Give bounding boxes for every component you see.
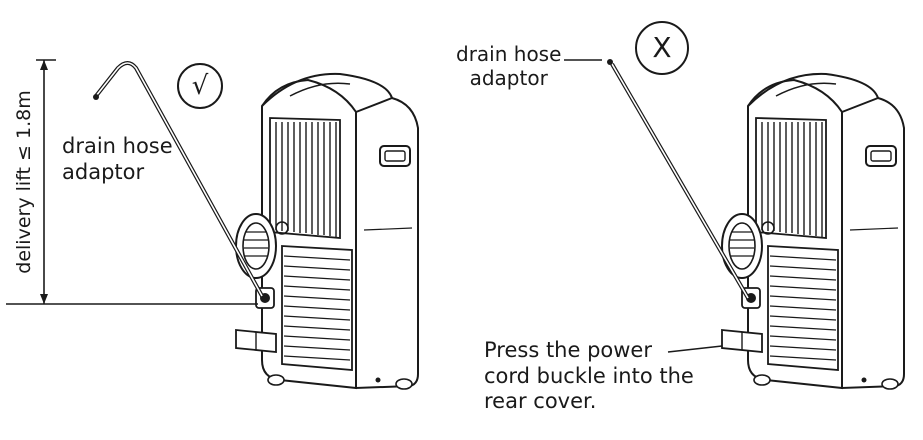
wrong-mark: X xyxy=(652,31,672,64)
ac-unit-correct xyxy=(235,72,419,390)
power-cord-leader xyxy=(667,345,723,353)
delivery-lift-label: delivery lift ≤ 1.8m xyxy=(13,90,35,273)
adaptor-tip-wrong xyxy=(607,59,613,65)
power-cord-note: Press the power cord buckle into the rea… xyxy=(484,338,694,414)
delivery-lift-dimension xyxy=(6,59,258,305)
correct-mark: √ xyxy=(191,71,209,101)
correct-check-icon xyxy=(177,63,223,109)
wrong-cross-icon xyxy=(635,21,689,75)
ac-unit-wrong xyxy=(721,72,905,390)
drain-hose-label-right: drain hose adaptor xyxy=(456,42,562,91)
drain-hose-label-left: drain hose adaptor xyxy=(62,134,173,184)
adaptor-tip-correct xyxy=(93,94,99,100)
